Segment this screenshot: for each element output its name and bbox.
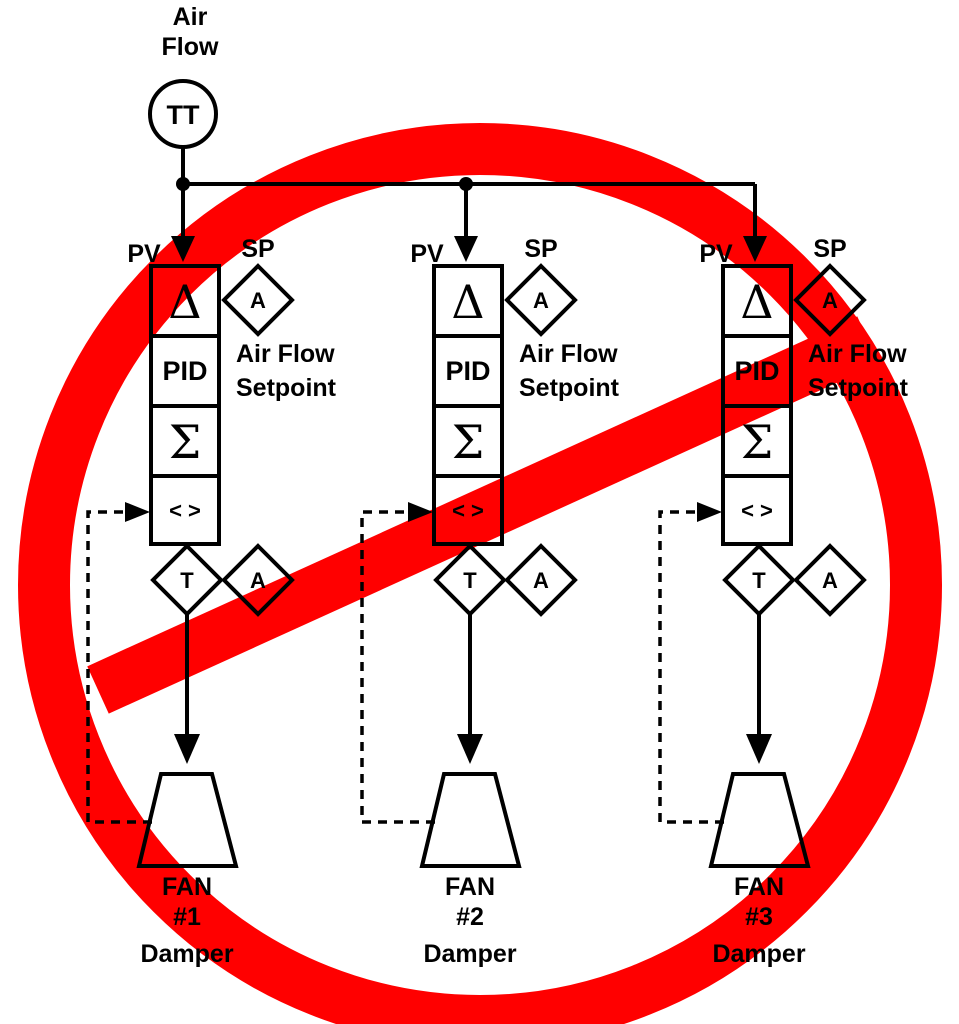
output-mode-label: A	[250, 568, 266, 593]
output-arrow-head	[174, 734, 200, 764]
fan-label-line3: Damper	[423, 940, 516, 968]
setpoint-label-line2: Setpoint	[519, 374, 620, 402]
pv-label: PV	[410, 240, 444, 268]
limit-block	[721, 474, 793, 546]
output-mode-label: A	[533, 568, 549, 593]
transmitter-title-line1: Air	[173, 3, 208, 31]
prohibition-sign	[18, 123, 942, 1024]
sum-symbol: Σ	[169, 415, 202, 469]
air-flow-transmitter: Air Flow TT	[148, 3, 219, 149]
limit-label: < >	[169, 498, 201, 523]
sp-label: SP	[813, 235, 846, 263]
transmitter-symbol: TT	[167, 100, 200, 130]
setpoint-label-line1: Air Flow	[519, 340, 618, 368]
prohibition-slash	[87, 316, 879, 714]
setpoint-mode-diamond	[221, 263, 295, 337]
pid-block	[432, 334, 504, 408]
output-mode-diamond	[504, 543, 578, 617]
fan-label-line1: FAN	[445, 873, 495, 901]
setpoint-mode-diamond	[504, 263, 578, 337]
control-loop-2: PV SP Δ PID Σ < > A Air Flow Setpoint T …	[360, 184, 620, 968]
output-arrow-head	[457, 734, 483, 764]
setpoint-mode-label: A	[250, 288, 266, 313]
feedback-arrow-head	[697, 502, 722, 522]
pid-label: PID	[445, 356, 490, 386]
setpoint-label-line1: Air Flow	[236, 340, 335, 368]
pv-arrow-head	[454, 236, 478, 262]
transmitter-title-line2: Flow	[162, 33, 219, 61]
tracking-label: T	[463, 568, 477, 593]
feedback-dashed-line	[658, 510, 724, 824]
tracking-label: T	[180, 568, 194, 593]
sum-block	[149, 404, 221, 478]
feedback-dashed-line	[360, 510, 435, 824]
output-arrow-head	[746, 734, 772, 764]
delta-symbol: Δ	[451, 275, 484, 329]
setpoint-label-line2: Setpoint	[236, 374, 337, 402]
output-mode-diamond	[793, 543, 867, 617]
limit-block	[149, 474, 221, 546]
tracking-label: T	[752, 568, 766, 593]
setpoint-mode-label: A	[533, 288, 549, 313]
output-mode-label: A	[822, 568, 838, 593]
fan-label-line2: #2	[456, 903, 484, 931]
sum-symbol: Σ	[741, 415, 774, 469]
pid-block	[149, 334, 221, 408]
sp-label: SP	[524, 235, 557, 263]
fan-damper	[419, 772, 522, 868]
pid-label: PID	[162, 356, 207, 386]
feedback-arrow-head	[125, 502, 150, 522]
limit-label: < >	[741, 498, 773, 523]
sum-symbol: Σ	[452, 415, 485, 469]
prohibition-ring	[18, 123, 942, 1024]
feedback-arrow-head	[408, 502, 433, 522]
